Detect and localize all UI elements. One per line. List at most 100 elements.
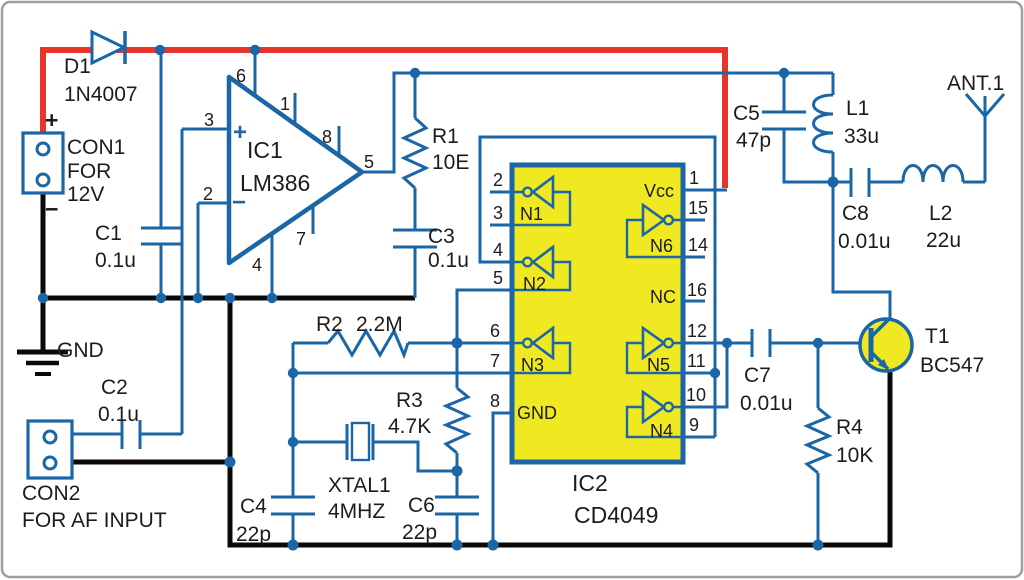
ic2-pin11: 11 <box>687 351 706 371</box>
c5-value: 47p <box>736 129 771 152</box>
ic2-pin12: 12 <box>687 321 707 341</box>
inverter-n4-label: N4 <box>650 421 673 441</box>
r2-value: 2.2M <box>356 313 403 336</box>
l1-value: 33u <box>844 125 879 148</box>
ic1-ref: IC1 <box>247 137 283 163</box>
con2-desc: FOR AF INPUT <box>22 509 167 532</box>
ic1-pin8: 8 <box>322 127 332 147</box>
c4-value: 22p <box>236 523 271 546</box>
ic1-minus-input: − <box>232 189 246 216</box>
con1-line3: 12V <box>67 183 104 206</box>
inverter-n5: N5 <box>625 325 683 375</box>
r2-ref: R2 <box>316 313 343 336</box>
ic2-pin15: 15 <box>688 198 708 218</box>
ic1-pin2: 2 <box>203 184 213 204</box>
c1-ref: C1 <box>95 222 122 245</box>
positive-supply-wire <box>40 47 728 188</box>
inverter-n1: N1 <box>512 174 572 227</box>
r3-value: 4.7K <box>388 415 431 438</box>
ic2-pin2: 2 <box>493 170 503 190</box>
c2-ref: C2 <box>101 376 128 399</box>
connector-con1 <box>21 131 65 195</box>
ic2-nc-label: NC <box>650 287 676 307</box>
ic2-pin16: 16 <box>687 280 707 300</box>
inverter-n2-label: N2 <box>523 274 546 294</box>
ic2-cd4049-hex-inverter: N1 N2 N3 N6 N5 <box>490 162 708 528</box>
diode-d1 <box>90 29 128 66</box>
c8-ref: C8 <box>842 202 869 225</box>
ic2-ref: IC2 <box>572 470 608 496</box>
crystal-body <box>350 421 371 462</box>
c2-value: 0.1u <box>98 403 139 426</box>
ic1-value: LM386 <box>240 170 310 196</box>
ic2-pin9: 9 <box>689 415 699 435</box>
c6-ref: C6 <box>408 494 435 517</box>
t1-value: BC547 <box>920 354 984 377</box>
c6-value: 22p <box>402 521 437 544</box>
inverter-n4: N4 <box>625 389 683 441</box>
ic2-pin3: 3 <box>493 203 503 223</box>
connector-con2 <box>26 419 74 480</box>
ic2-pin5: 5 <box>493 268 503 288</box>
gnd-label: GND <box>57 339 104 362</box>
inverter-n3-label: N3 <box>521 355 544 375</box>
ic2-pin4: 4 <box>493 240 503 260</box>
c7-value: 0.01u <box>740 392 793 415</box>
c8-value: 0.01u <box>838 230 891 253</box>
ic2-value: CD4049 <box>574 502 658 528</box>
con1-plus: + <box>45 107 58 133</box>
d1-ref: D1 <box>64 55 91 78</box>
ic1-pin5: 5 <box>364 152 374 172</box>
c4-ref: C4 <box>240 495 267 518</box>
c1-value: 0.1u <box>95 249 136 272</box>
inverter-n2: N2 <box>512 244 572 294</box>
ic1-pin7: 7 <box>296 229 306 249</box>
con2-ref: CON2 <box>22 482 80 505</box>
ic2-pin6: 6 <box>490 321 500 341</box>
ic2-pin8: 8 <box>490 391 500 411</box>
con1-line2: FOR <box>67 160 111 183</box>
r3-ref: R3 <box>396 389 423 412</box>
ground-symbol <box>17 298 68 376</box>
ic1-pin4: 4 <box>252 255 262 275</box>
emitter-arrow <box>878 359 889 370</box>
ic1-plus-input: + <box>233 119 247 146</box>
ic1-pin3: 3 <box>204 110 214 130</box>
l1-ref: L1 <box>846 97 869 120</box>
inverter-n1-label: N1 <box>520 204 543 224</box>
c5-ref: C5 <box>733 102 760 125</box>
c3-ref: C3 <box>428 225 455 248</box>
labels: D1 1N4007 + CON1 FOR 12V − C1 0.1u GND C… <box>22 55 1004 546</box>
con1-ref: CON1 <box>67 136 125 159</box>
t1-ref: T1 <box>925 325 950 348</box>
r1-value: 10E <box>432 151 469 174</box>
l2-ref: L2 <box>929 202 952 225</box>
ic2-vcc-label: Vcc <box>644 181 674 201</box>
signal-wiring <box>72 50 1006 545</box>
c7-ref: C7 <box>744 364 771 387</box>
ant1-ref: ANT.1 <box>947 72 1004 95</box>
r1-ref: R1 <box>432 125 459 148</box>
junction-dots <box>37 44 839 551</box>
r4-value: 10K <box>836 444 873 467</box>
ic2-pin14: 14 <box>688 235 708 255</box>
transistor-t1 <box>858 317 914 373</box>
ic1-lm386-amplifier: IC1 LM386 + − 6 1 8 3 2 7 4 5 <box>203 66 374 275</box>
con1-minus: − <box>45 196 58 222</box>
ic1-pin6: 6 <box>236 66 246 86</box>
inverter-n6-label: N6 <box>650 236 673 256</box>
l2-value: 22u <box>926 229 961 252</box>
c3-value: 0.1u <box>428 249 469 272</box>
ic1-pin1: 1 <box>280 94 290 114</box>
inverter-n5-label: N5 <box>647 355 670 375</box>
ic2-pin7: 7 <box>490 351 500 371</box>
xtal1-ref: XTAL1 <box>328 474 391 497</box>
xtal1-value: 4MHZ <box>328 500 385 523</box>
inverter-n3: N3 <box>512 325 572 375</box>
r4-ref: R4 <box>836 416 863 439</box>
inverter-n6: N6 <box>625 202 683 259</box>
d1-value: 1N4007 <box>64 83 138 106</box>
ic2-pin1: 1 <box>689 168 699 188</box>
